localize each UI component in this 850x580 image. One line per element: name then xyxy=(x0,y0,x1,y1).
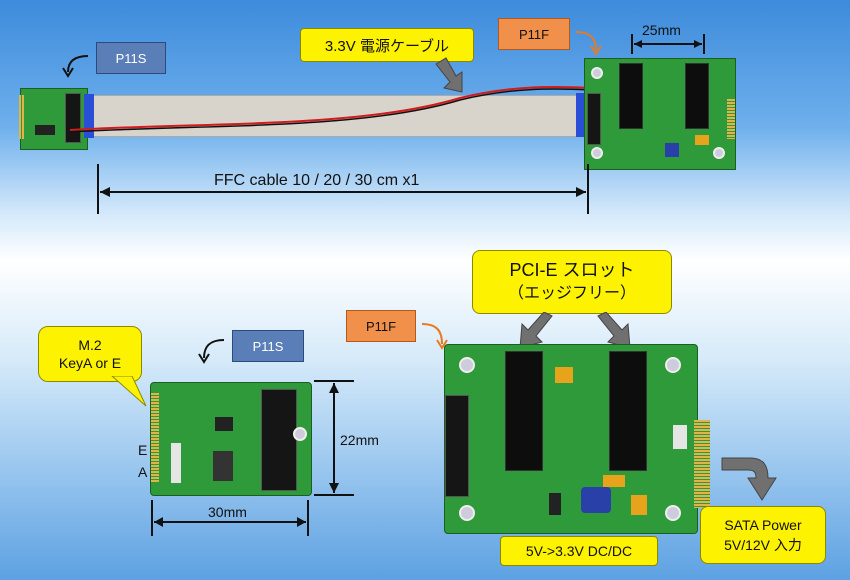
curved-arrow-icon xyxy=(198,339,225,364)
gray-arrow-icon xyxy=(519,312,553,349)
ffc-ribbon xyxy=(94,95,584,137)
pcie-slot-callout: PCI-E スロット （エッジフリー） xyxy=(472,250,672,314)
gray-arrow-icon xyxy=(435,57,463,93)
blue-connector-right xyxy=(576,93,586,137)
blue-connector-left xyxy=(84,94,94,138)
p11s-board-closeup xyxy=(150,382,312,496)
gray-arrow-icon xyxy=(721,457,777,501)
sata-power-callout: SATA Power 5V/12V 入力 xyxy=(700,506,826,564)
dim-25mm-label: 25mm xyxy=(642,22,681,38)
m2-line1: M.2 xyxy=(78,337,102,353)
sata-line1: SATA Power xyxy=(724,517,802,533)
m2-line2: KeyA or E xyxy=(58,355,122,371)
pcie-slot-line2: （エッジフリー） xyxy=(507,285,636,302)
p11f-board-closeup xyxy=(444,344,698,534)
curved-arrow-icon xyxy=(421,323,448,350)
dcdc-callout: 5V->3.3V DC/DC xyxy=(500,536,658,566)
ffc-cable-label: FFC cable 10 / 20 / 30 cm x1 xyxy=(214,172,420,189)
power-wires xyxy=(69,86,591,133)
sata-line2: 5V/12V 入力 xyxy=(724,537,802,553)
dimension-arrow-icon xyxy=(151,500,309,536)
p11f-tag-top: P11F xyxy=(498,18,570,50)
key-a-label: A xyxy=(138,464,148,480)
dimension-arrow-icon xyxy=(631,34,705,54)
p11f-tag-bottom: P11F xyxy=(346,310,416,342)
m2-callout: M.2 KeyA or E xyxy=(38,326,142,382)
dim-22mm-label: 22mm xyxy=(340,432,379,448)
curved-arrow-icon xyxy=(62,55,89,78)
p11f-board-top xyxy=(584,58,736,170)
power-cable-callout: 3.3V 電源ケーブル xyxy=(300,28,474,62)
dim-30mm-label: 30mm xyxy=(208,504,247,520)
dimension-arrow-icon xyxy=(97,164,589,214)
gray-arrow-icon xyxy=(597,312,631,349)
curved-arrow-icon xyxy=(575,31,602,56)
p11s-board-top xyxy=(19,88,88,150)
p11s-tag-bottom: P11S xyxy=(232,330,304,362)
callout-pointer xyxy=(111,376,147,407)
pcie-edge-connector xyxy=(694,420,710,508)
dimension-arrow-icon xyxy=(314,380,354,496)
p11s-tag-top: P11S xyxy=(96,42,166,74)
key-e-label: E xyxy=(138,442,148,458)
pcie-slot-line1: PCI-E スロット xyxy=(509,260,635,280)
